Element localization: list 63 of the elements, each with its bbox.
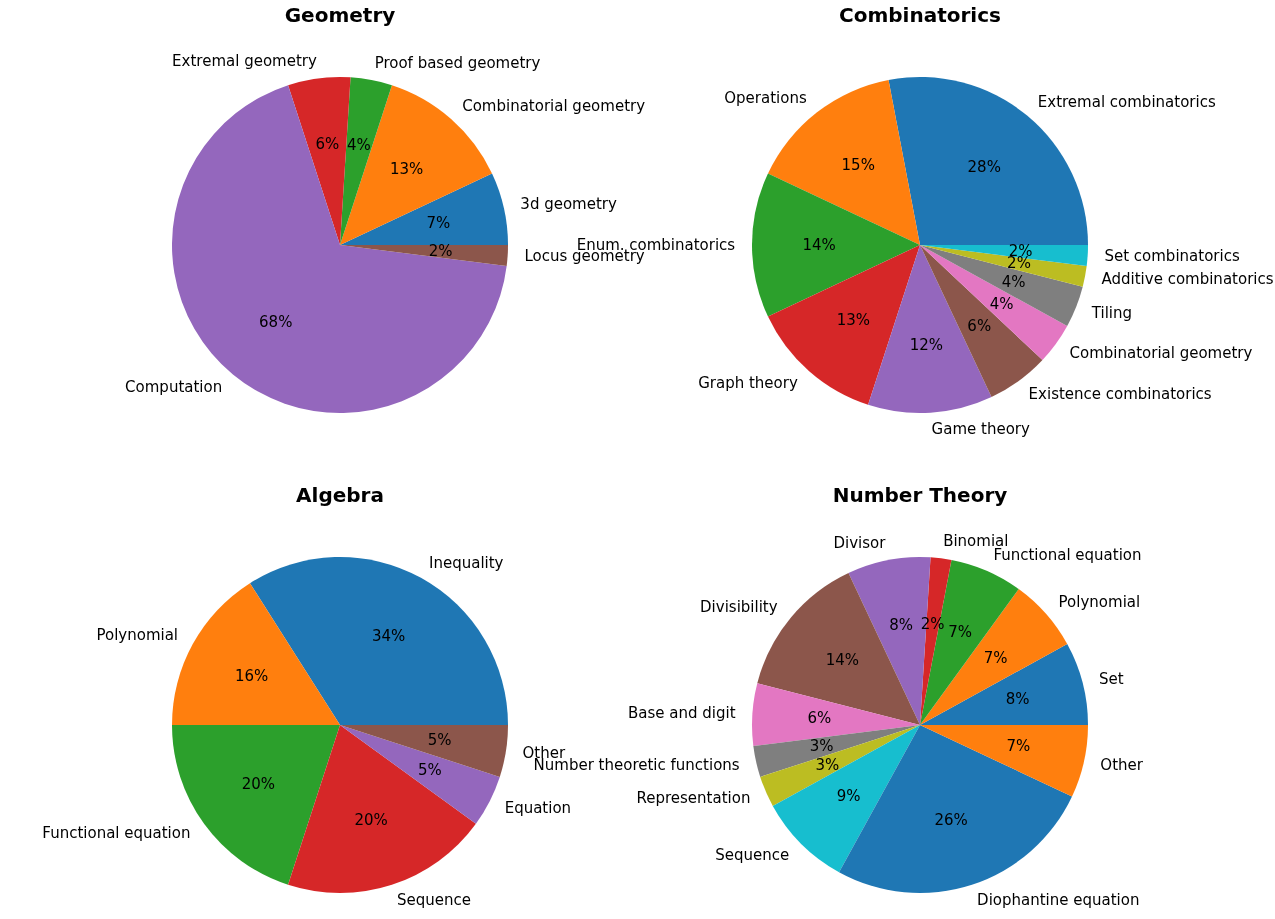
percentage-label: 26% [934, 811, 968, 830]
percentage-label: 7% [1006, 737, 1031, 756]
slice-label: Proof based geometry [374, 53, 541, 72]
slice-label: Graph theory [698, 374, 798, 393]
slice-label: 3d geometry [520, 195, 617, 214]
slice-label: Combinatorial geometry [462, 96, 646, 115]
slice-label: Inequality [429, 553, 504, 572]
slice-label: Tiling [1091, 303, 1133, 322]
percentage-label: 2% [428, 241, 453, 260]
percentage-label: 4% [989, 294, 1014, 313]
slice-label: Set [1099, 669, 1124, 688]
slice-label: Divisor [833, 533, 886, 552]
slice-label: Sequence [397, 891, 472, 910]
percentage-label: 12% [909, 336, 943, 355]
slice-label: Polynomial [1058, 593, 1141, 612]
percentage-label: 15% [841, 155, 875, 174]
percentage-label: 16% [235, 666, 269, 685]
percentage-label: 6% [967, 317, 992, 336]
percentage-label: 7% [948, 623, 972, 641]
percentage-label: 13% [390, 159, 424, 178]
slice-label: Game theory [931, 419, 1030, 438]
percentage-label: 5% [427, 731, 452, 750]
percentage-label: 8% [889, 616, 913, 635]
slice-label: Base and digit [628, 703, 736, 722]
percentage-label: 7% [426, 213, 451, 232]
slice-label: Computation [125, 377, 223, 396]
slice-label: Sequence [715, 846, 790, 865]
slice-label: Additive combinatorics [1101, 270, 1274, 289]
percentage-label: 28% [967, 157, 1001, 176]
percentage-label: 4% [1001, 272, 1026, 291]
slice-label: Extremal geometry [172, 52, 317, 71]
slice-label: Representation [636, 788, 751, 807]
percentage-label: 6% [807, 709, 832, 728]
chart-title: Number Theory [832, 482, 1008, 507]
chart-title: Geometry [284, 2, 396, 27]
slice-label: Set combinatorics [1104, 247, 1240, 266]
slice-label: Extremal combinatorics [1037, 93, 1216, 112]
slice-label: Combinatorial geometry [1069, 344, 1253, 363]
slice-label: Operations [724, 89, 807, 108]
percentage-label: 68% [259, 313, 293, 332]
slice-label: Divisibility [700, 597, 778, 616]
percentage-label: 7% [983, 648, 1008, 667]
percentage-label: 20% [241, 774, 276, 793]
slice-label: Equation [504, 799, 572, 818]
percentage-label: 4% [347, 136, 371, 155]
slice-label: Polynomial [96, 626, 179, 645]
percentage-label: 3% [815, 755, 840, 774]
percentage-label: 6% [315, 135, 340, 154]
slice-label: Functional equation [42, 824, 191, 843]
chart-title: Combinatorics [839, 2, 1001, 27]
percentage-label: 5% [417, 761, 442, 780]
percentage-label: 8% [1005, 690, 1030, 709]
percentage-label: 20% [354, 811, 388, 830]
chart-title: Algebra [296, 482, 384, 507]
percentage-label: 14% [825, 651, 859, 670]
percentage-label: 9% [836, 786, 861, 805]
percentage-label: 3% [809, 737, 834, 756]
percentage-label: 34% [371, 627, 406, 646]
slice-label: Diophantine equation [977, 891, 1140, 910]
slice-label: Existence combinatorics [1028, 385, 1212, 403]
slice-label: Other [1100, 755, 1143, 774]
percentage-label: 14% [802, 235, 836, 254]
percentage-label: 13% [836, 311, 870, 330]
